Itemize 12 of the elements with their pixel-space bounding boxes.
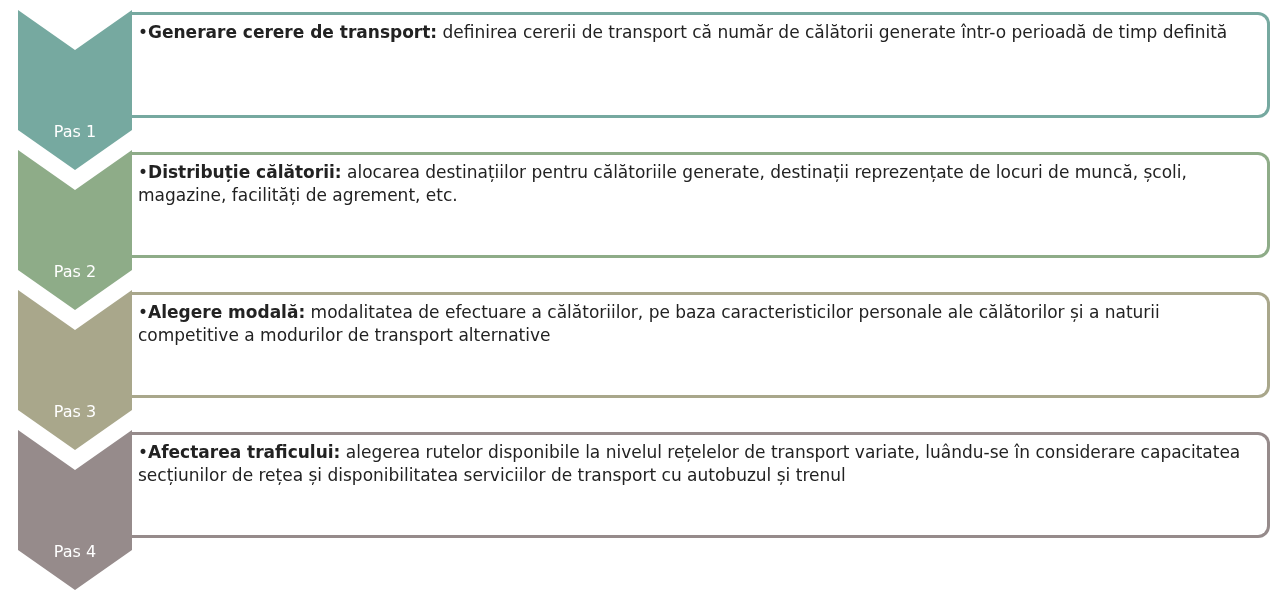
- step-box: [130, 12, 1270, 118]
- step-box: [130, 292, 1270, 398]
- step-label: Pas 3: [52, 402, 98, 421]
- step-label: Pas 4: [52, 542, 98, 561]
- step-description: •Distribuție călătorii: alocarea destinațiilor pentru călătoriile generate, destinații reprezențate de locuri de muncă, școli, magazine, facilități de agrement, etc.: [138, 161, 1188, 207]
- step-box: [130, 152, 1270, 258]
- step-description: •Afectarea traficului: alegerea rutelor disponibile la nivelul rețelelor de transport variate, luându-se în considerare capacitatea secțiunilor de rețea și disponibilitatea serviciilor de transport cu autobuzul și trenul: [138, 441, 1242, 487]
- step-box: [130, 432, 1270, 538]
- step-description: •Alegere modală: modalitatea de efectuare a călătoriilor, pe baza caracteristicilor personale ale călătorilor și a naturii competitive a modurilor de transport alternative: [138, 301, 1161, 347]
- step-description: •Generare cerere de transport: definirea cererii de transport că număr de călătorii generate într-o perioadă de timp definită: [138, 21, 1229, 44]
- step-label: Pas 2: [52, 262, 98, 281]
- step-label: Pas 1: [52, 122, 98, 141]
